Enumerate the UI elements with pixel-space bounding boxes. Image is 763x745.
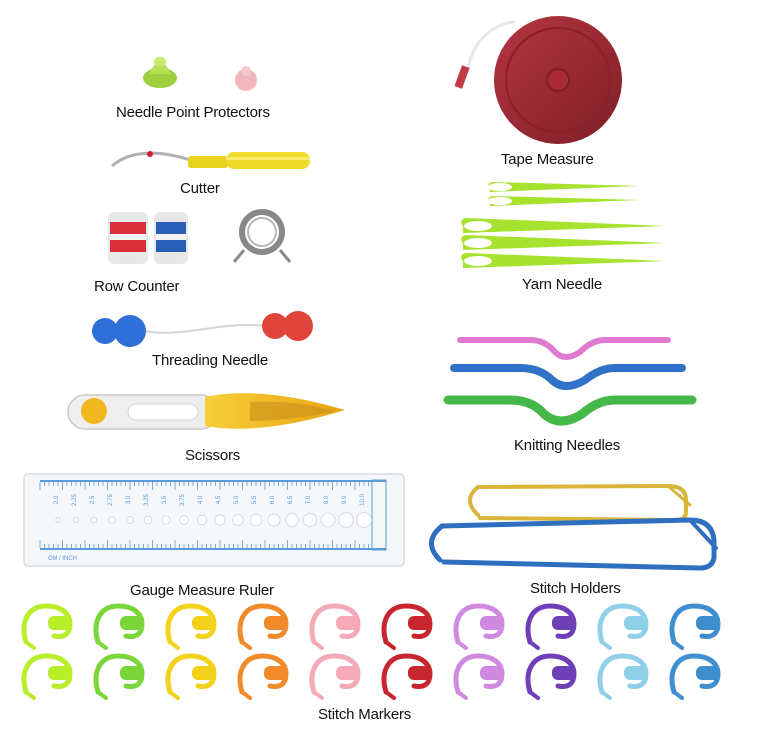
ruler-hole <box>355 511 373 529</box>
stitch-marker <box>309 603 361 650</box>
ruler-brand-text: CM / INCH <box>48 556 77 562</box>
threading-needle <box>92 311 313 347</box>
stitch-marker <box>93 603 145 650</box>
stitch-marker <box>237 653 289 700</box>
label-stitch-markers: Stitch Markers <box>318 706 412 723</box>
label-knitting-needles: Knitting Needles <box>514 437 621 454</box>
stitch-marker <box>669 653 721 700</box>
ruler-hole <box>90 516 98 524</box>
ruler-size-label: 8.0 <box>324 495 330 504</box>
stitch-marker <box>381 603 433 650</box>
needle-point-protector-pink <box>235 66 257 91</box>
stitch-marker <box>453 653 505 700</box>
stitch-marker <box>669 603 721 650</box>
label-row-counter: Row Counter <box>94 278 180 295</box>
ruler-hole <box>143 515 153 525</box>
ruler-hole <box>320 512 336 528</box>
ruler-size-label: 3.75 <box>180 494 186 506</box>
label-yarn-needle: Yarn Needle <box>522 276 603 293</box>
label-needle-point-protectors: Needle Point Protectors <box>116 104 270 121</box>
ruler-size-label: 9.0 <box>342 495 348 504</box>
ruler-hole <box>285 513 299 527</box>
gauge-measure-ruler: 2.0 2.25 2.5 2.75 3.0 3.25 3.5 3.75 4.0 4.5 5.0 5.5… <box>23 473 405 567</box>
label-threading-needle: Threading Needle <box>152 352 269 369</box>
stitch-markers <box>21 603 721 700</box>
stitch-holders <box>429 483 718 571</box>
label-tape-measure: Tape Measure <box>501 151 594 168</box>
stitch-marker <box>309 653 361 700</box>
ruler-hole <box>196 514 208 526</box>
ruler-size-label: 7.0 <box>306 495 312 504</box>
ruler-size-label: 3.5 <box>162 495 168 504</box>
row-counter-blue <box>154 212 188 264</box>
thread-scissors <box>67 393 345 430</box>
ruler-hole <box>108 516 116 524</box>
ruler-size-label: 6.0 <box>270 495 276 504</box>
stitch-marker <box>165 653 217 700</box>
seam-cutter <box>111 151 310 169</box>
label-scissors: Scissors <box>185 447 241 464</box>
ruler-size-label: 2.25 <box>72 494 78 506</box>
ruler-hole <box>179 515 189 525</box>
ruler-hole <box>161 515 171 525</box>
ruler-hole <box>338 512 354 528</box>
finger-ring-guide <box>232 209 292 263</box>
stitch-marker <box>165 603 217 650</box>
ruler-hole <box>73 517 79 523</box>
row-counter-red <box>108 212 148 264</box>
cable-knitting-needles <box>443 337 697 426</box>
stitch-marker <box>381 653 433 700</box>
ruler-size-label: 5.0 <box>234 495 240 504</box>
ruler-size-label: 6.5 <box>288 495 294 504</box>
stitch-marker <box>21 603 73 650</box>
ruler-hole <box>249 513 263 527</box>
ruler-size-label: 5.5 <box>252 495 258 504</box>
ruler-size-label: 3.25 <box>144 494 150 506</box>
ruler-hole <box>267 513 281 527</box>
stitch-marker <box>93 653 145 700</box>
stitch-marker <box>525 653 577 700</box>
stitch-marker <box>597 603 649 650</box>
tape-measure <box>454 16 622 144</box>
ruler-size-label: 4.0 <box>198 495 204 504</box>
ruler-size-label: 2.5 <box>90 495 96 504</box>
ruler-hole <box>126 516 134 524</box>
ruler-size-label: 2.75 <box>108 494 114 506</box>
needle-point-protector-green <box>143 57 177 88</box>
ruler-hole <box>232 514 244 526</box>
ruler-size-label: 2.0 <box>54 495 60 504</box>
ruler-hole <box>55 517 61 523</box>
label-stitch-holders: Stitch Holders <box>530 580 621 597</box>
ruler-hole <box>302 512 318 528</box>
ruler-size-label: 3.0 <box>126 495 132 504</box>
yarn-needles <box>461 182 666 268</box>
ruler-size-label: 10.0 <box>360 494 366 506</box>
stitch-marker <box>597 653 649 700</box>
stitch-marker <box>21 653 73 700</box>
stitch-marker <box>525 603 577 650</box>
label-gauge-measure-ruler: Gauge Measure Ruler <box>130 582 274 599</box>
stitch-marker <box>453 603 505 650</box>
ruler-hole <box>214 514 226 526</box>
label-cutter: Cutter <box>180 180 220 197</box>
stitch-marker <box>237 603 289 650</box>
ruler-size-label: 4.5 <box>216 495 222 504</box>
